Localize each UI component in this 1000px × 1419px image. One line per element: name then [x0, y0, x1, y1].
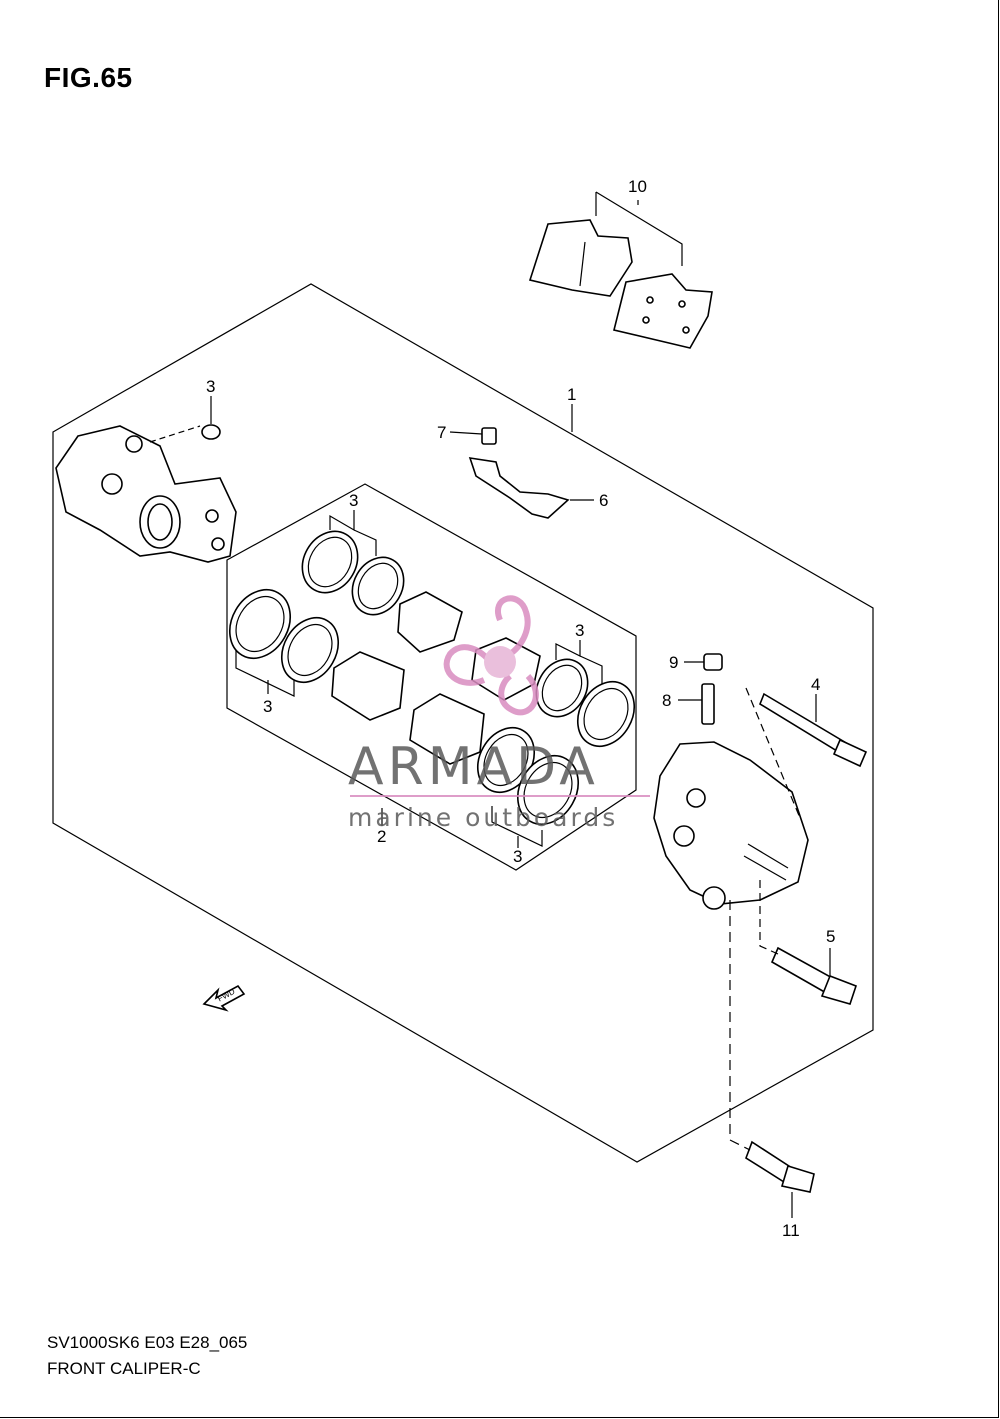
callout-3c: 3 — [263, 697, 272, 716]
washer-3-left — [201, 424, 221, 440]
piston-seals — [229, 530, 636, 825]
callout-3d: 3 — [575, 621, 584, 640]
callout-5: 5 — [826, 927, 835, 946]
callout-3e: 3 — [513, 847, 522, 866]
callout-2: 2 — [377, 827, 386, 846]
pad-spring-6 — [468, 457, 570, 519]
watermark-tagline: marine outboards — [348, 803, 618, 832]
bleeder-cap-9 — [703, 653, 723, 671]
caliper-inner-half — [55, 425, 237, 563]
callout-3b: 3 — [349, 491, 358, 510]
leader-3b — [329, 510, 377, 556]
callout-9: 9 — [669, 653, 678, 672]
callout-1: 1 — [567, 385, 576, 404]
bleeder-valve-8 — [701, 683, 715, 725]
leader-7 — [449, 431, 483, 435]
brake-pad-rear — [613, 273, 713, 349]
caliper-assembly-outline — [52, 283, 874, 1163]
screw-7 — [481, 427, 497, 445]
armada-watermark: ARMADA marine outboards — [348, 595, 650, 832]
pin-axis-4 — [745, 687, 801, 819]
fwd-arrow-icon: FWD — [202, 984, 246, 1012]
brake-pad-front — [528, 219, 633, 297]
watermark-brand: ARMADA — [348, 737, 599, 797]
callout-7: 7 — [437, 423, 446, 442]
leader-washer — [149, 425, 201, 443]
callout-11: 11 — [782, 1221, 800, 1240]
bolt-11 — [745, 1140, 815, 1193]
leader-10 — [595, 191, 683, 266]
figure-title: FIG.65 — [44, 62, 133, 93]
callout-8: 8 — [662, 691, 671, 710]
caliper-outer-half — [653, 741, 809, 910]
bolt-5-axis — [759, 880, 779, 955]
propeller-logo-icon — [443, 595, 539, 716]
pad-pin-4 — [759, 692, 868, 768]
callout-3a: 3 — [206, 377, 215, 396]
leader-3e — [491, 806, 543, 848]
bolt-11-axis — [729, 900, 751, 1151]
diagram-caption: FRONT CALIPER-C — [47, 1359, 201, 1378]
callout-6: 6 — [599, 491, 608, 510]
diagram-code: SV1000SK6 E03 E28_065 — [47, 1333, 248, 1352]
callout-10: 10 — [628, 177, 647, 196]
bolt-5 — [770, 946, 858, 1005]
piston-kit-outline — [226, 483, 637, 871]
leader-3d — [555, 640, 603, 684]
leader-3c — [235, 650, 295, 697]
callout-4: 4 — [811, 675, 820, 694]
